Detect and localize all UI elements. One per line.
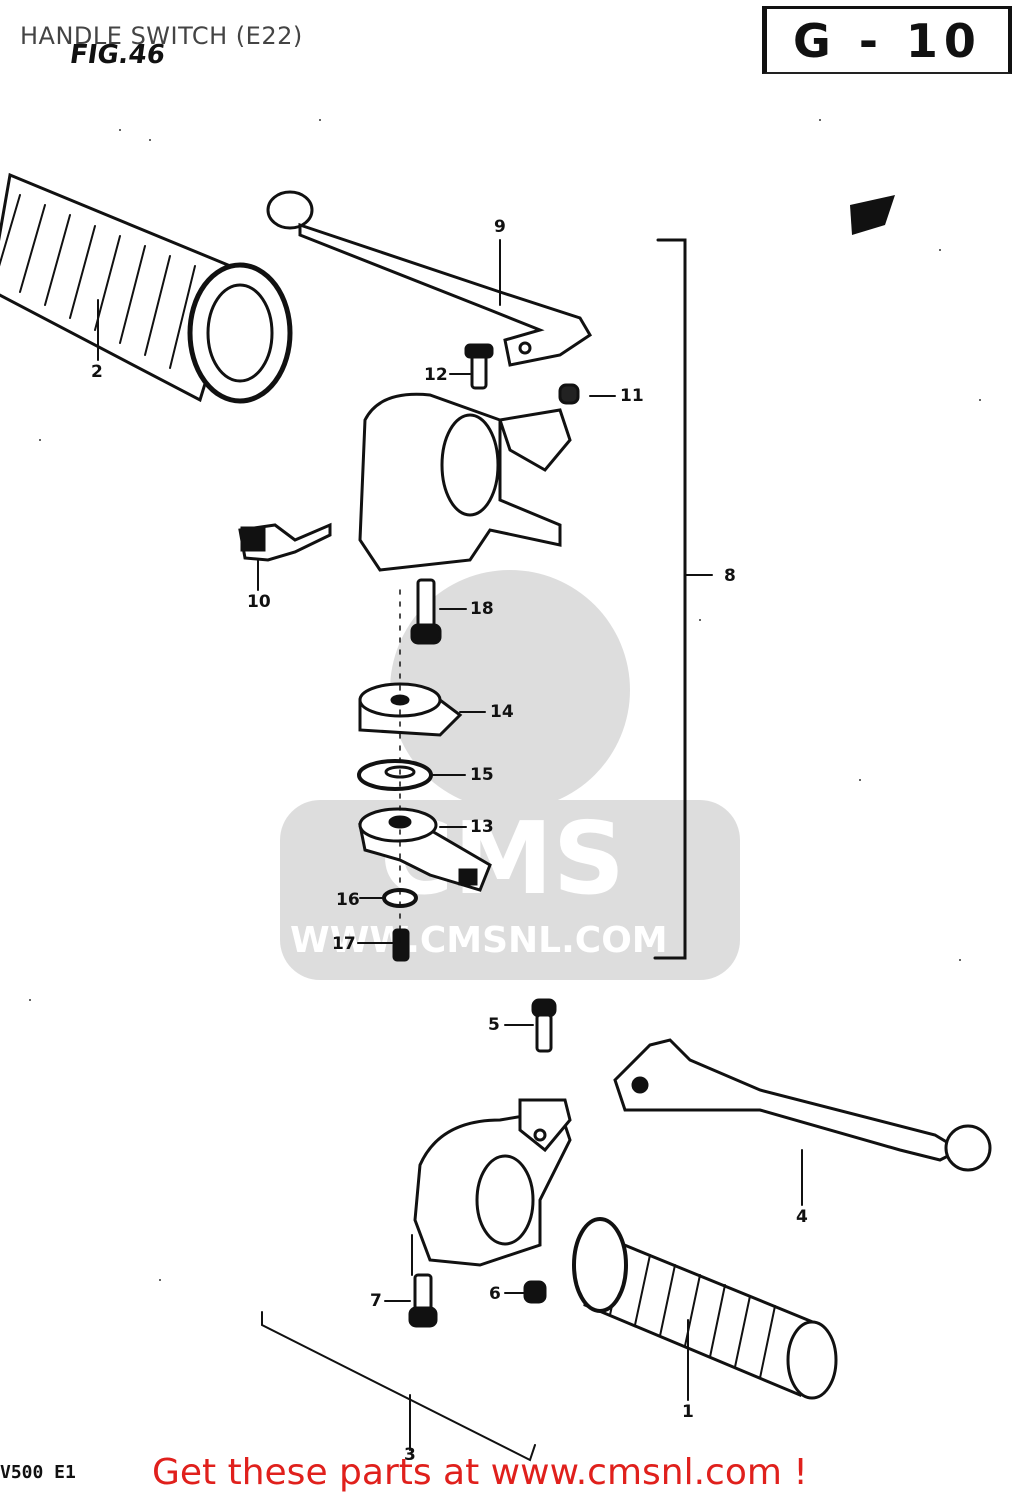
right-switch-housing-part-3 (413, 1098, 572, 1267)
callout-8: 8 (724, 566, 736, 586)
callout-13: 13 (470, 817, 494, 837)
callout-6: 6 (489, 1284, 501, 1304)
callout-5: 5 (488, 1015, 500, 1035)
screw-part-12 (464, 343, 494, 390)
direction-arrow-icon (850, 195, 895, 235)
callout-9: 9 (494, 217, 506, 237)
callout-3: 3 (404, 1445, 416, 1465)
nut-part-6 (523, 1280, 547, 1304)
watermark-url: WWW.CMSNL.COM (290, 920, 668, 961)
assembly-bracket-8 (653, 238, 713, 960)
callout-16: 16 (336, 890, 360, 910)
washer-part-15 (357, 759, 433, 791)
callout-2: 2 (91, 362, 103, 382)
callout-14: 14 (490, 702, 514, 722)
leader-lines (97, 239, 803, 1401)
plate-part-13 (358, 807, 492, 892)
clutch-lever-part-9 (266, 190, 593, 367)
callout-11: 11 (620, 386, 644, 406)
screw-part-7 (408, 1273, 438, 1328)
model-code: V500 E1 (0, 1462, 76, 1483)
screw-part-17 (392, 928, 410, 962)
left-switch-housing-part-8 (358, 383, 580, 572)
right-grip-part-1 (572, 1217, 838, 1400)
callout-10: 10 (247, 592, 271, 612)
screw-part-5 (531, 998, 557, 1053)
section-badge: G - 10 (762, 6, 1012, 74)
assembly-bracket-3 (261, 1311, 536, 1462)
callout-18: 18 (470, 599, 494, 619)
callout-1: 1 (682, 1402, 694, 1422)
callout-4: 4 (796, 1207, 808, 1227)
callout-17: 17 (332, 934, 356, 954)
shop-link[interactable]: Get these parts at www.cmsnl.com ! (152, 1452, 808, 1493)
left-grip-part-2 (0, 172, 293, 404)
brake-lever-part-4 (613, 1038, 992, 1172)
screw-part-18 (410, 578, 442, 645)
page-title: HANDLE SWITCH (E22) (20, 22, 303, 50)
scan-noise (29, 119, 981, 1281)
callout-12: 12 (424, 365, 448, 385)
callout-15: 15 (470, 765, 494, 785)
plate-part-14 (358, 682, 463, 737)
callout-7: 7 (370, 1291, 382, 1311)
part-10 (238, 522, 332, 562)
